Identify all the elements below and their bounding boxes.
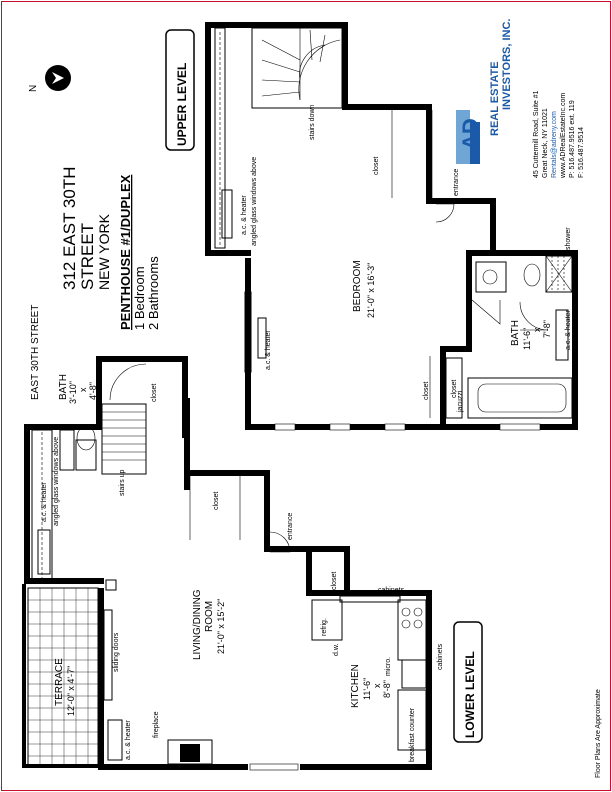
footer-note: Floor Plans Are Approximate (595, 689, 602, 778)
company-email[interactable]: Rentals@adreny.com (551, 111, 558, 178)
terrace-name: TERRACE (54, 658, 65, 706)
breakfast-counter-label: breakfast counter (409, 707, 416, 762)
logo-ad: AD (458, 118, 483, 150)
bedrooms-count: 1 Bedroom (132, 266, 147, 330)
lower-bath-w: 3'-10" (68, 381, 78, 404)
living-line1: LIVING/DINING (192, 589, 203, 660)
logo-top: REAL ESTATE (489, 61, 501, 136)
lower-bath-x: x (78, 387, 88, 392)
compass-letter: N (28, 85, 39, 92)
lower-level-badge: LOWER LEVEL (453, 621, 483, 743)
sliding-doors-label: sliding doors (113, 632, 120, 672)
north-compass: N (28, 65, 71, 92)
upper-bath-w: 11'-6" (522, 328, 532, 350)
closet-label-upper-1: closet (373, 157, 380, 175)
ac-heater-label-upper-1: a.c. & heater (241, 195, 248, 235)
kitchen-x: x (372, 683, 382, 688)
angled-windows-label-lower: angled glass windows above (53, 437, 60, 526)
lower-bath-name: BATH (58, 374, 69, 400)
company-address2: Great Neck, NY 11021 (542, 108, 549, 178)
refrig-label: refrig. (321, 618, 328, 636)
address-line3: NEW YORK (96, 213, 112, 290)
living-line2: ROOM (204, 601, 215, 632)
living-size: 21'-0" x 15'-2" (216, 599, 226, 654)
company-phone: P: 516.487.9516 ext. 119 (569, 100, 576, 178)
street-label: EAST 30TH STREET (30, 305, 41, 400)
kitchen-h: 8'-8" (382, 680, 392, 698)
upper-bath-name: BATH (510, 320, 521, 346)
closet-label-lower-3: closet (331, 572, 338, 590)
shower-label: shower (565, 227, 572, 250)
terrace-label: TERRACE 12'-0" x 4'-7" (54, 658, 76, 716)
jacuzzi-label: jacuzzi (457, 390, 464, 413)
kitchen-label: KITCHEN 11'-6" x 8'-8" (350, 664, 392, 708)
upper-level-label: UPPER LEVEL (175, 63, 189, 146)
upper-level-badge: UPPER LEVEL (165, 29, 195, 151)
building-icon (456, 110, 470, 164)
kitchen-w: 11'-6" (362, 678, 372, 700)
upper-bath-label: BATH 11'-6" x 7'-8" (510, 320, 552, 350)
kitchen-name: KITCHEN (350, 664, 361, 708)
dw-label: d.w. (333, 643, 340, 656)
unit-title: PENTHOUSE #1/DUPLEX (118, 174, 133, 330)
angled-windows-label-upper: angled glass windows above (251, 157, 258, 246)
ac-heater-label-bath: a.c. & heater (565, 310, 572, 350)
terrace-size: 12'-0" x 4'-7" (66, 666, 76, 716)
ac-heater-label-lower-1: a.c. & heater (41, 482, 48, 522)
company-contact: 45 Cuttermill Road, Suite #1 Great Neck,… (533, 90, 585, 179)
closet-label-upper-2: closet (423, 382, 430, 400)
upper-level-plan (205, 22, 578, 431)
closet-label-lower-1: closet (151, 384, 158, 402)
bedroom-name: BEDROOM (352, 260, 363, 312)
lower-level-label: LOWER LEVEL (463, 651, 477, 738)
living-label: LIVING/DINING ROOM 21'-0" x 15'-2" (192, 589, 226, 660)
address-line1: 312 EAST 30TH (60, 167, 79, 290)
micro-label: micro. (385, 657, 392, 676)
closet-label-lower-2: closet (213, 492, 220, 510)
entrance-label-upper: entrance (453, 169, 460, 196)
bathrooms-count: 2 Bathrooms (146, 256, 161, 330)
ac-heater-label-lower-2: a.c. & heater (125, 720, 132, 760)
company-website[interactable]: www.ADRealEstateInc.com (560, 93, 567, 179)
bedroom-label: BEDROOM 21'-0" x 16'-3" (352, 260, 376, 318)
fireplace-label: fireplace (153, 711, 160, 738)
stairs-up-label: stairs up (119, 469, 126, 496)
logo-investors: INVESTORS, INC. (501, 19, 513, 110)
address-line2: STREET (78, 223, 97, 290)
address-block: 312 EAST 30TH STREET NEW YORK (60, 167, 112, 290)
ac-heater-label-upper-2: a.c. & heater (265, 330, 272, 370)
bedroom-size: 21'-0" x 16'-3" (366, 263, 376, 318)
stairs-down-label: stairs down (309, 104, 316, 140)
entrance-label-lower: entrance (287, 513, 294, 540)
company-fax: F: 516.487.9514 (578, 127, 585, 178)
cabinets-label-2: cabinets (437, 643, 444, 670)
upper-bath-x: x (532, 327, 542, 332)
company-logo: AD REAL ESTATE INVESTORS, INC. (456, 19, 513, 164)
company-address1: 45 Cuttermill Road, Suite #1 (533, 90, 540, 178)
upper-bath-h: 7'-8" (542, 320, 552, 338)
annotations: stairs down closet closet closet entranc… (41, 104, 572, 762)
unit-block: PENTHOUSE #1/DUPLEX 1 Bedroom 2 Bathroom… (118, 174, 161, 330)
lower-bath-h: 4'-8" (88, 382, 98, 400)
closet-label-upper-3: closet (451, 380, 458, 398)
lower-level-plan (22, 356, 432, 771)
cabinets-label-1: cabinets (378, 587, 405, 594)
lower-bath-label: BATH 3'-10" x 4'-8" (58, 374, 98, 404)
